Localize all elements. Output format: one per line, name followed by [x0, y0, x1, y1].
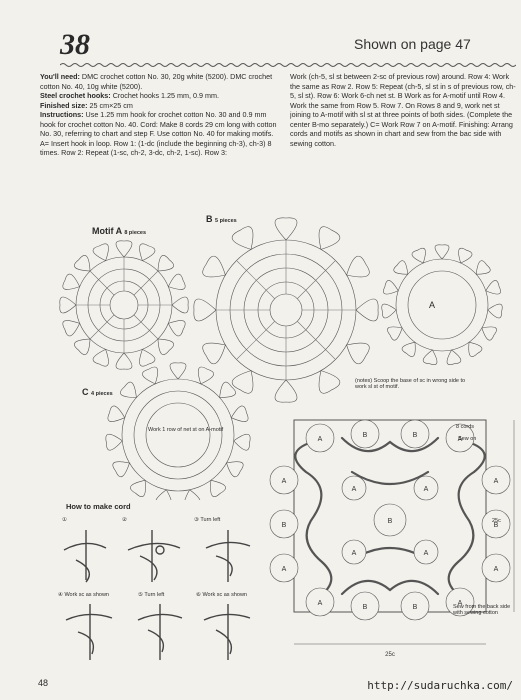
assembly-inner-3: A — [424, 550, 429, 557]
hooks-para: Steel crochet hooks: Crochet hooks 1.25 … — [40, 91, 219, 100]
cord-step-4: ④ Work sc as shown — [58, 592, 109, 598]
shown-on-page: Shown on page 47 — [354, 36, 471, 52]
assembly-top-1: B — [363, 432, 368, 439]
assembly-top-2: B — [413, 432, 418, 439]
assembly-left-0: A — [282, 478, 287, 485]
cord-step-3-illustration — [205, 530, 251, 582]
assembly-inner-0: A — [352, 486, 357, 493]
cord-step-4-illustration — [65, 604, 113, 660]
motif-a-diagram — [59, 240, 189, 370]
assembly-left-1: B — [282, 522, 287, 529]
size-para: Finished size: 25 cm×25 cm — [40, 100, 133, 110]
motif-c-diagram — [105, 362, 251, 500]
assembly-inner-2: A — [352, 550, 357, 557]
cord-step-6: ⑥ Work sc as shown — [196, 592, 247, 598]
dimension-height: 25c — [492, 518, 501, 524]
assembly-right-1: B — [494, 522, 499, 529]
cord-step-2-illustration — [127, 530, 181, 582]
assembly-bottom-1: B — [363, 604, 368, 611]
cord-title: How to make cord — [66, 502, 131, 511]
cord-step-5-illustration — [137, 604, 183, 660]
instructions-para: Instructions: Use 1.25 mm hook for croch… — [40, 110, 277, 157]
assembly-inner-1: A — [424, 486, 429, 493]
assembly-bottom-2: B — [413, 604, 418, 611]
wavy-divider — [60, 63, 516, 67]
assembly-right-0: A — [494, 478, 499, 485]
plain-a-diagram — [381, 244, 503, 366]
motif-c-note: Work 1 row of net st on A-motif — [148, 427, 224, 433]
assembly-right-2: A — [494, 566, 499, 573]
motif-diagrams — [59, 217, 503, 500]
cord-step-5: ⑤ Turn left — [138, 592, 165, 598]
footer-page-number: 48 — [38, 678, 49, 688]
assembly-center: B — [388, 518, 393, 525]
cord-step-6-illustration — [203, 604, 251, 660]
motif-a-title: Motif A 8 pieces — [92, 226, 147, 236]
pattern-number: 38 — [60, 28, 90, 61]
cord-step-3: ③ Turn left — [194, 517, 221, 523]
assembly-bottom-0: A — [318, 600, 323, 607]
needs-para: You'll need: DMC crochet cotton No. 30, … — [40, 72, 273, 91]
instructions-right: Work (ch-5, sl st between 2-sc of previo… — [290, 72, 516, 148]
notes-text: (notes) Scoop the base of sc in wrong si… — [355, 378, 466, 390]
sew-on-label: Sew on — [458, 436, 477, 442]
sew-from-back: Sew from the back side with sewing cotto… — [453, 604, 511, 616]
motif-c-title: C 4 pieces — [82, 387, 113, 397]
assembly-bottom-3: A — [458, 600, 463, 607]
cords-label: 8 cords — [456, 424, 475, 430]
plain-a-label: A — [429, 300, 436, 310]
assembly-top-0: A — [318, 436, 323, 443]
assembly-top-3: A — [458, 436, 463, 443]
motif-b-title: B 5 pieces — [206, 214, 237, 224]
assembly-left-2: A — [282, 566, 287, 573]
cord-step-1: ① — [62, 517, 67, 523]
source-url[interactable]: http://sudaruchka.com/ — [367, 679, 513, 692]
instructions-left: You'll need: DMC crochet cotton No. 30, … — [40, 72, 280, 158]
cord-step-illustrations — [63, 530, 251, 660]
cord-step-2: ② — [122, 517, 127, 523]
cord-step-1-illustration — [63, 530, 107, 583]
dimension-width: 25c — [385, 652, 395, 658]
assembly-chart: A B B A A B A A B A A B B A B A A A A 25… — [269, 419, 515, 658]
motif-b-diagram — [193, 217, 379, 403]
